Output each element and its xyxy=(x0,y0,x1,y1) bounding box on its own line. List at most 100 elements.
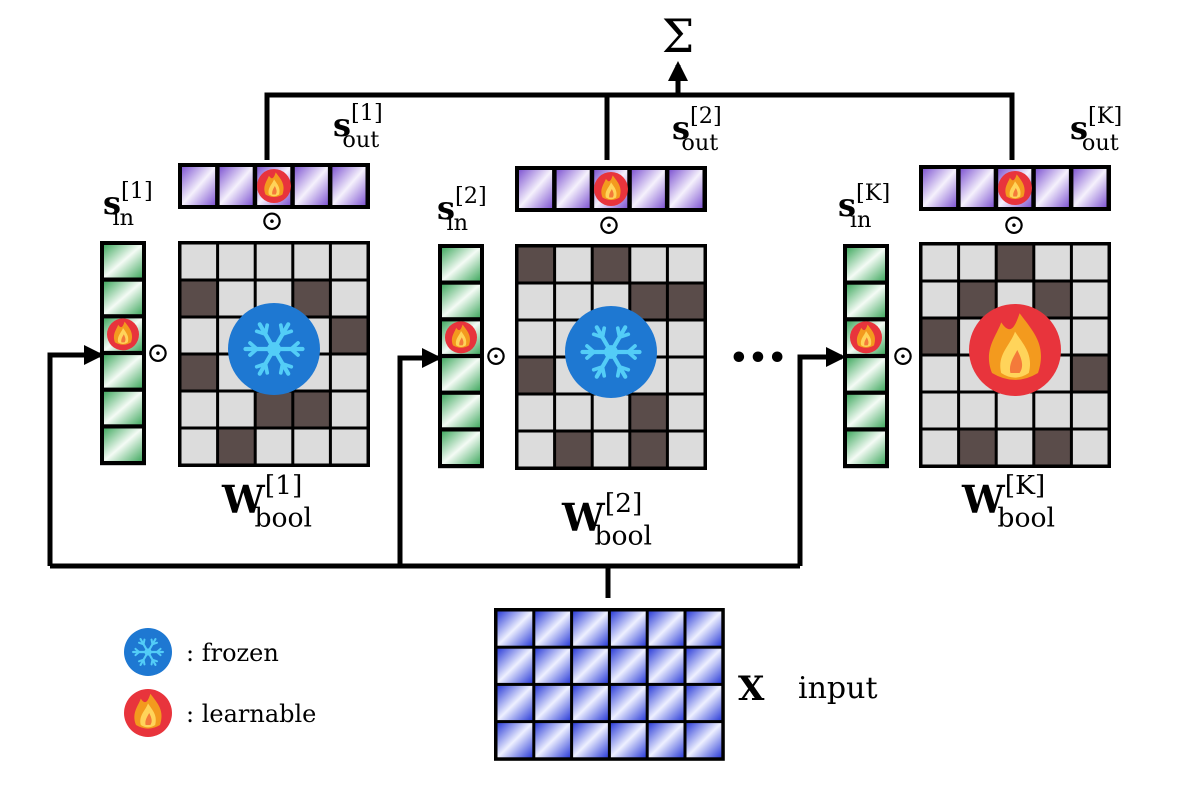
s-out-vector xyxy=(919,165,1111,211)
weight-cell xyxy=(668,432,704,467)
weight-cell xyxy=(1072,282,1108,317)
snowflake-icon xyxy=(228,303,320,395)
s-out-label: s[K]out xyxy=(1070,103,1122,156)
s-in-label: s[K]in xyxy=(838,180,890,233)
weight-cell xyxy=(331,392,367,427)
weight-cell xyxy=(181,244,217,279)
weight-matrix xyxy=(515,244,707,470)
input-cell xyxy=(686,611,722,646)
input-cell xyxy=(573,611,608,646)
s-in-cell xyxy=(102,243,144,280)
s-in-cell xyxy=(440,392,482,430)
weight-cell xyxy=(294,244,329,279)
weight-cell xyxy=(331,355,367,390)
input-cell xyxy=(497,685,533,721)
weight-cell xyxy=(960,393,995,428)
weight-cell xyxy=(518,432,554,467)
hadamard-symbol: ⊙ xyxy=(1002,208,1025,241)
weight-cell xyxy=(631,395,666,430)
weight-cell xyxy=(256,429,292,464)
weight-cell xyxy=(294,429,329,464)
input-cell xyxy=(610,611,646,646)
weight-cell xyxy=(219,392,254,427)
input-cell xyxy=(648,648,684,683)
input-cell xyxy=(648,611,684,646)
weight-cell xyxy=(997,245,1033,280)
weight-cell xyxy=(1035,282,1070,317)
s-out-cell xyxy=(554,168,592,210)
weight-cell xyxy=(1035,245,1070,280)
input-cell xyxy=(497,723,533,758)
weight-cell xyxy=(181,318,217,353)
s-out-cell xyxy=(667,168,705,210)
weight-cell xyxy=(922,393,958,428)
s-in-vector xyxy=(438,244,484,469)
weight-cell xyxy=(331,318,367,353)
input-cell xyxy=(573,648,608,683)
input-cell xyxy=(648,723,684,758)
s-out-cell xyxy=(517,168,555,210)
s-in-vector xyxy=(843,244,889,469)
s-in-cell xyxy=(845,429,887,466)
weight-cell xyxy=(593,432,629,467)
weight-cell xyxy=(668,358,704,393)
flame-icon xyxy=(850,321,882,354)
flame-icon xyxy=(445,321,477,354)
weight-cell xyxy=(668,247,704,282)
flame-icon xyxy=(124,689,172,737)
s-in-cell xyxy=(845,392,887,430)
input-cell xyxy=(497,648,533,683)
s-in-cell xyxy=(845,356,887,393)
weight-cell xyxy=(331,281,367,316)
hadamard-symbol: ⊙ xyxy=(260,204,283,237)
weight-cell xyxy=(1072,393,1108,428)
s-in-cell xyxy=(845,282,887,320)
w-bool-label: W[2]bool xyxy=(561,488,652,551)
s-in-cell xyxy=(102,279,144,317)
weight-cell xyxy=(593,247,629,282)
s-in-vector xyxy=(100,241,146,466)
s-in-cell xyxy=(102,426,144,463)
input-cell xyxy=(535,611,571,646)
input-cell xyxy=(497,611,533,646)
weight-cell xyxy=(294,281,329,316)
s-in-cell xyxy=(102,389,144,427)
s-out-cell xyxy=(180,165,218,207)
weight-cell xyxy=(922,356,958,391)
weight-matrix xyxy=(178,241,370,467)
input-cell xyxy=(610,648,646,683)
s-in-cell xyxy=(440,429,482,466)
input-feed-2 xyxy=(397,348,442,566)
weight-cell xyxy=(922,245,958,280)
input-cell xyxy=(535,723,571,758)
weight-cell xyxy=(556,284,591,319)
weight-cell xyxy=(518,284,554,319)
weight-cell xyxy=(181,429,217,464)
s-out-label: s[1]out xyxy=(333,100,383,153)
s-in-cell xyxy=(845,246,887,283)
snowflake-icon xyxy=(565,306,657,398)
input-label: input xyxy=(798,671,878,706)
input-cell xyxy=(686,685,722,721)
input-cell xyxy=(573,685,608,721)
weight-cell xyxy=(331,244,367,279)
legend-label: : frozen xyxy=(186,639,279,667)
weight-cell xyxy=(997,430,1033,465)
s-out-vector xyxy=(178,163,370,209)
s-in-label: s[2]in xyxy=(437,183,487,236)
s-in-label: s[1]in xyxy=(103,178,153,231)
weight-cell xyxy=(518,395,554,430)
weight-cell xyxy=(181,281,217,316)
weight-cell xyxy=(631,284,666,319)
weight-cell xyxy=(294,392,329,427)
weight-cell xyxy=(1072,356,1108,391)
s-out-cell xyxy=(921,167,959,209)
input-cell xyxy=(610,723,646,758)
weight-cell xyxy=(631,247,666,282)
flame-icon xyxy=(257,169,291,203)
w-bool-label: W[K]bool xyxy=(961,470,1055,533)
weight-cell xyxy=(668,321,704,356)
